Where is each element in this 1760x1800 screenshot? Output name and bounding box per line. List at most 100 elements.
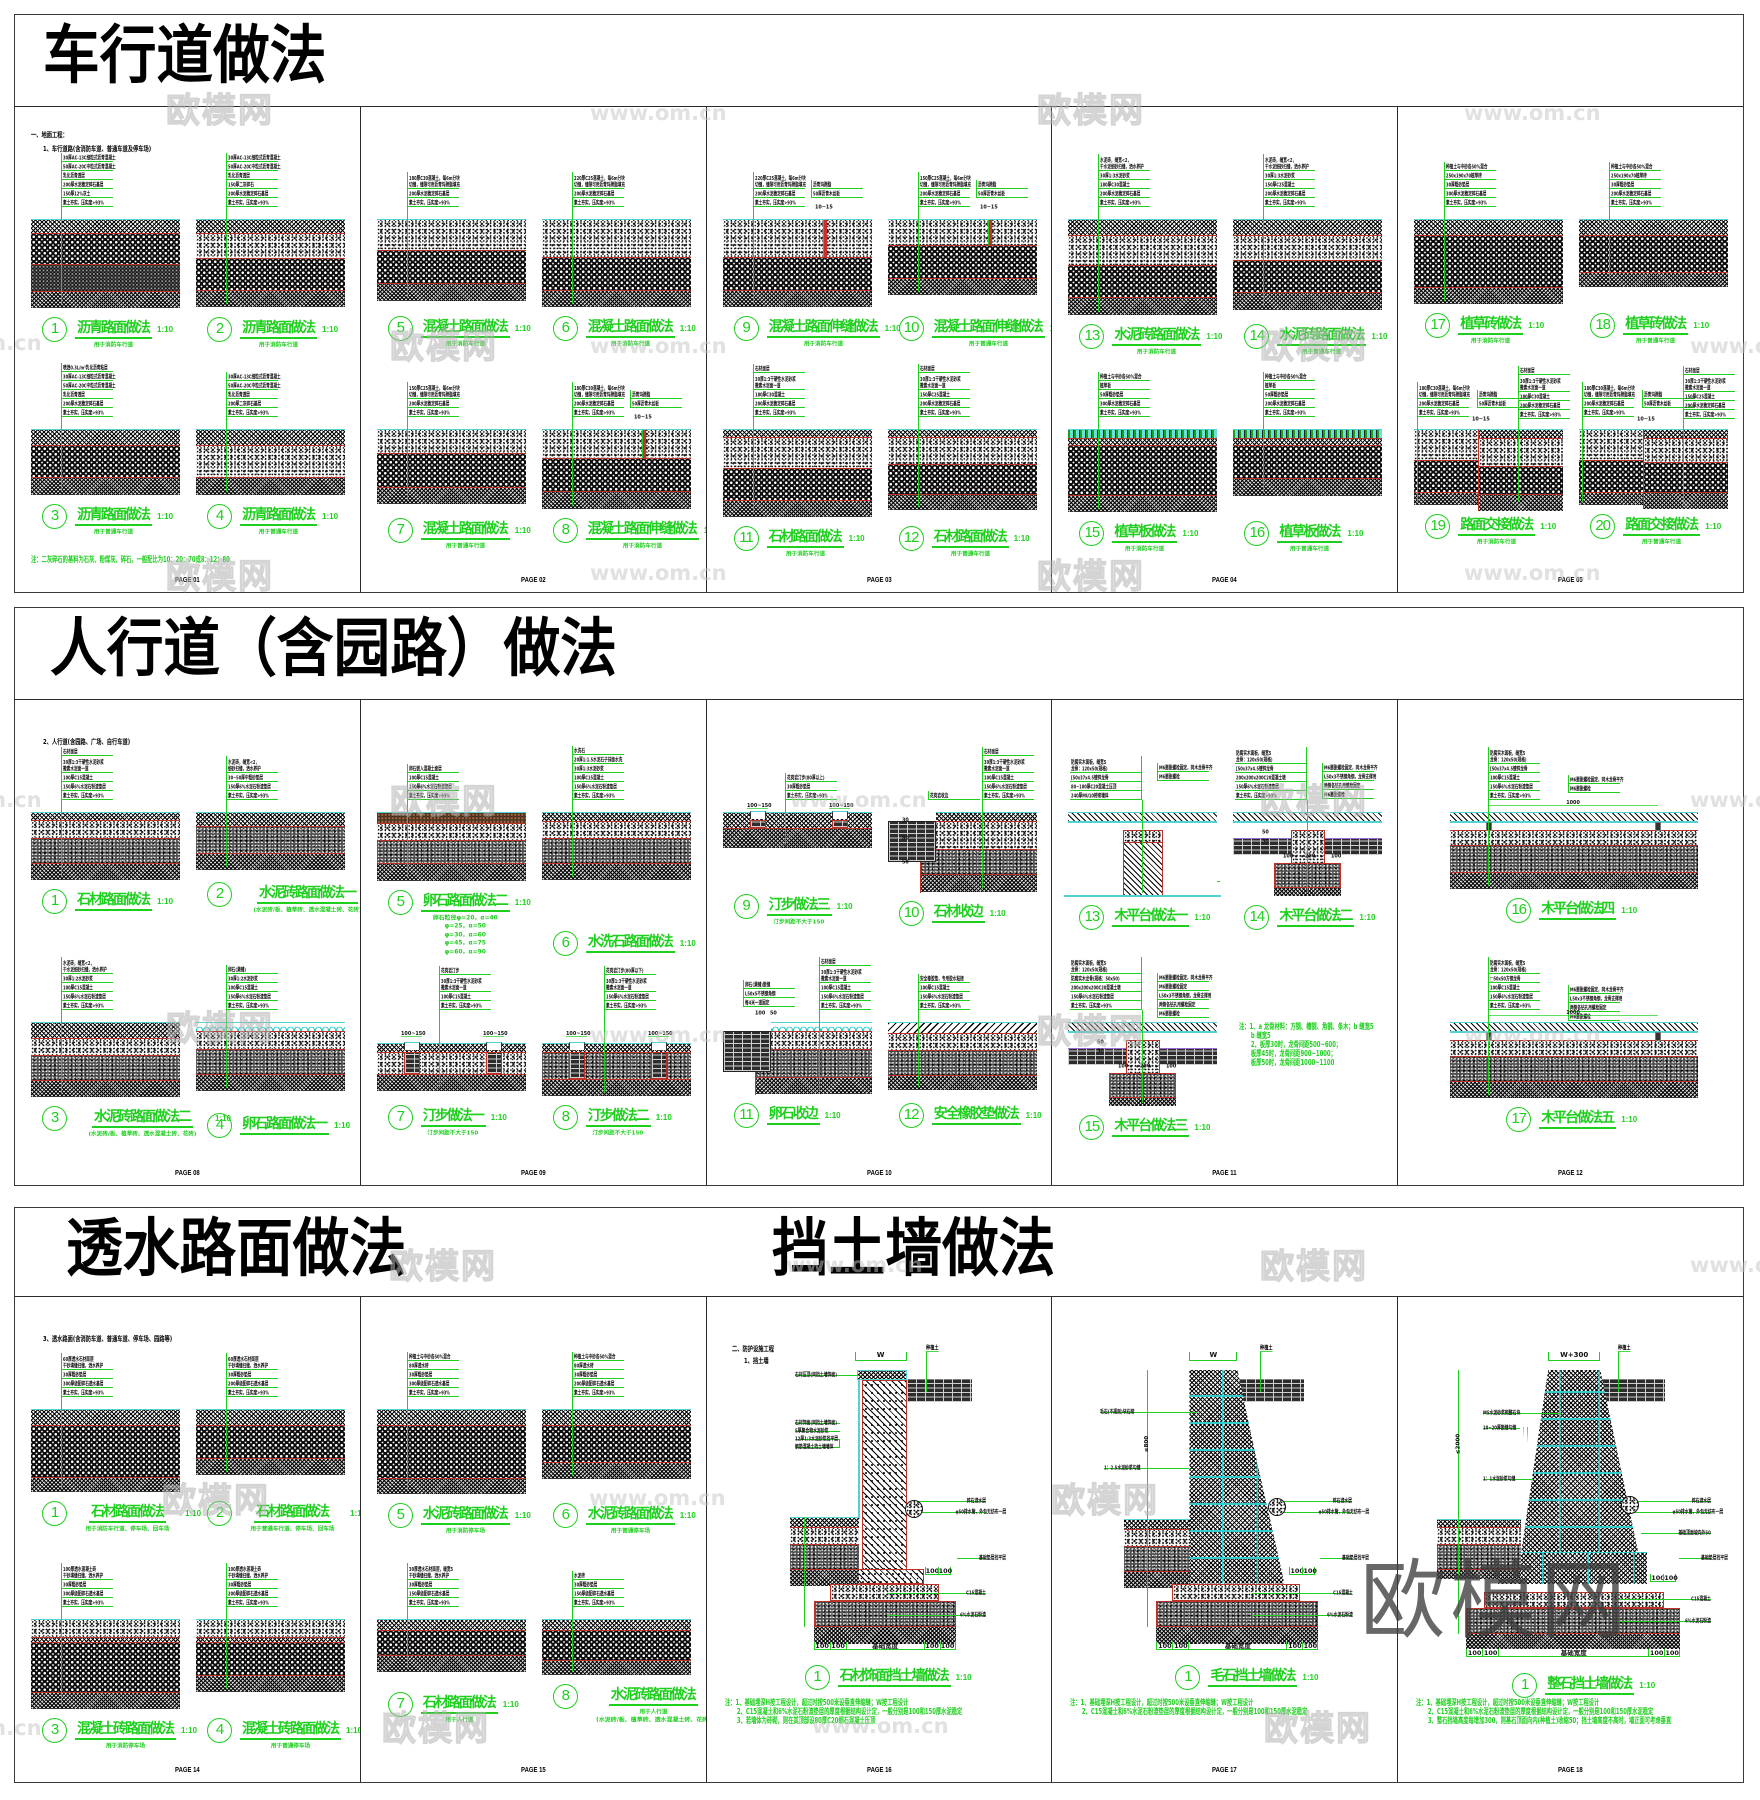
drawing-scale: 1:10 — [679, 323, 696, 333]
callout-row: 200厚水泥稳定碎石基层 — [1683, 400, 1736, 410]
callout-text: 防腐实木面板，缝宽5 龙骨：120x50(规格) — [1236, 749, 1273, 763]
callout-row: 碎石滤水层 — [1277, 1493, 1353, 1504]
callout-row: 30厚粗砂垫层 — [571, 1369, 624, 1379]
detail-caption: 3 沥青路面做法 用于普通车行道 — [31, 495, 196, 536]
backfill-soil — [1600, 1378, 1666, 1402]
mortar-joint-groove — [1523, 1426, 1529, 1464]
dimension-text: 50 — [1097, 1038, 1105, 1045]
callout-text: M6膨胀螺栓 — [1324, 791, 1346, 798]
detail-caption: 6 混凝土路面做法 用于消防车行道 — [542, 307, 706, 348]
detail-usage-note: 用于普通车行道 — [258, 528, 299, 535]
callout-text: 150厚6%水泥石粉渣垫层 — [63, 783, 106, 790]
leader-line — [406, 1396, 408, 1491]
callout-text: C15混凝土 — [1332, 1589, 1353, 1596]
callout-row: 素土夯实，压实度>93% — [226, 407, 278, 417]
detail-number-circle: 6 — [552, 931, 578, 956]
height-dimension-line — [1458, 1369, 1460, 1634]
callout-text: 150厚级配碎石透水基层 — [573, 1590, 615, 1597]
callout-text: 素土夯实，压实度>93% — [1584, 409, 1626, 416]
callout-text: 30厚1:3水泥砂浆 — [573, 765, 604, 772]
callout-row: 30厚AC-13C细粒式沥青混凝土 — [61, 371, 116, 381]
detail-title: 木平台做法一 — [1112, 905, 1190, 927]
material-layer — [1233, 444, 1383, 478]
callout-text: 200厚水泥稳定碎石基层 — [1611, 190, 1652, 197]
callout-row: M6膨胀螺栓固定 — [1157, 981, 1210, 991]
callout-row: 种植土与中砂各50%混合 — [406, 1351, 459, 1361]
leader-line — [61, 799, 62, 877]
callout-text: 300厚级配碎石透水基层 — [408, 1380, 450, 1387]
note-line: 注：1、基础埋深H按工程设计，超过时按500米设垂直伸缩缝；W按工程设计 — [1416, 1697, 1600, 1707]
drawing-scale: 1:10 — [1693, 320, 1710, 330]
drawing-page: 二、防护设施工程 1、挡土墙 — [705, 1296, 1052, 1782]
detail-number-circle: 15 — [1079, 520, 1105, 546]
callout-text: 石材面层 — [754, 365, 770, 372]
detail-number-circle: 2 — [207, 316, 232, 342]
callout-text: 150厚6%水泥石粉渣垫层 — [605, 993, 649, 1000]
detail-usage-note: 用于人行道 — [639, 1708, 668, 1715]
detail-number-circle: 17 — [1425, 312, 1451, 338]
drawing-scale: 1:10 — [1182, 528, 1199, 538]
callout-text: 200厚水泥稳定碎石基层 — [1419, 400, 1460, 407]
callout-row: □50x50方钢龙骨 — [1488, 973, 1541, 983]
detail-title: 水泥砖路面做法 — [608, 1684, 698, 1706]
callout-text: 250x190x70植草砖 — [1611, 172, 1648, 179]
detail-title: 整石挡土墙做法 — [1545, 1673, 1635, 1695]
callout-text: 150厚6%水泥石粉渣垫层 — [1490, 783, 1534, 790]
callout-row: 两侧各钻孔用螺栓固定 — [1157, 999, 1210, 1009]
material-layer — [541, 1629, 691, 1660]
detail-caption: 7 混凝土路面做法 用于普通车行道 — [377, 509, 542, 550]
callout-text: 100厚C15混凝土 — [440, 993, 471, 1000]
callout-text: 200厚水泥稳定碎石基层 — [919, 400, 960, 407]
callout-text: 石材面层 — [63, 748, 78, 755]
leader-line — [1683, 413, 1685, 502]
caption-text: 沥青路面做法 用于消防车行道 — [240, 317, 317, 349]
callout-row: C15混凝土 — [1618, 1591, 1712, 1602]
drawing-scale: 1:10 — [157, 324, 174, 334]
caption-text: 沥青路面做法 用于消防车行道 — [75, 317, 152, 349]
callout-row: 60厚透水石材面层 干砂填缝扫缝，洒水养护 — [61, 1352, 113, 1370]
callout-text: 水洗石 — [573, 747, 585, 754]
page-heading: 二、防护设施工程 — [731, 1344, 774, 1353]
leader-line — [406, 416, 408, 501]
material-layer — [31, 812, 180, 820]
callout-text: 素土夯实，压实度>93% — [228, 792, 269, 799]
callout-row: 30厚1:3水泥砂浆 — [571, 763, 624, 773]
callout-text: 30厚粗砂垫层 — [408, 1371, 433, 1378]
callout-row: 素土夯实，压实度>93% — [1263, 407, 1316, 417]
callout-row: 30厚1:3干硬性水泥砂浆 撒素水泥面一道 — [1683, 374, 1736, 392]
callout-row: 150厚级配碎石透水基层 — [571, 1588, 624, 1598]
concrete-layer — [789, 1526, 859, 1544]
callout-row: 180厚C30混凝土，每6m分块 切缝，缝隙可用沥青玛蹄脂填充 — [406, 171, 460, 189]
detail-caption: 10 混凝土路面伸缝做法 用于普通车行道 — [888, 307, 1051, 348]
callout-row: 100厚C15混凝土 — [226, 982, 278, 992]
callout-text: 素土夯实，压实度>93% — [63, 1599, 104, 1606]
material-layer — [196, 429, 345, 445]
detail-title: 路面交接做法 — [1623, 514, 1701, 536]
callout-row: 素土夯实，压实度>93% — [571, 790, 624, 800]
callout-text: 150厚C25混凝土，每6m分块 切缝，缝隙可用沥青玛蹄脂填充 — [919, 174, 971, 188]
detail-number-circle: 5 — [387, 889, 413, 915]
callout-text: 30厚粗砂垫层 — [63, 1581, 87, 1588]
drawing-scale: 1:10 — [1347, 528, 1364, 538]
callout-row: 防腐实木龙骨(规格：50x50) — [1070, 973, 1143, 983]
callout-text: 素土夯实，压实度>93% — [1419, 409, 1461, 416]
callout-text: 150厚6%水泥石粉渣垫层 — [408, 783, 452, 790]
callout-row: 50厚沥青木丝板 — [629, 398, 682, 408]
callout-row: 150厚6%水泥石粉渣垫层 — [603, 991, 656, 1001]
callout-text: 100厚C15混凝土 — [228, 984, 258, 991]
callout-row: 素土夯实，压实度>93% — [818, 1000, 871, 1010]
callout-text: 30厚粗砂垫层 — [573, 1581, 598, 1588]
pavement-section — [196, 811, 345, 870]
callout-row: 素土夯实，压实度>93% — [752, 407, 805, 417]
callout-text: L50x3不锈钢角钢，龙骨支撑用 — [1324, 773, 1377, 780]
callout-text: φ50排水管，外包无纺布一层 — [1318, 1508, 1370, 1515]
